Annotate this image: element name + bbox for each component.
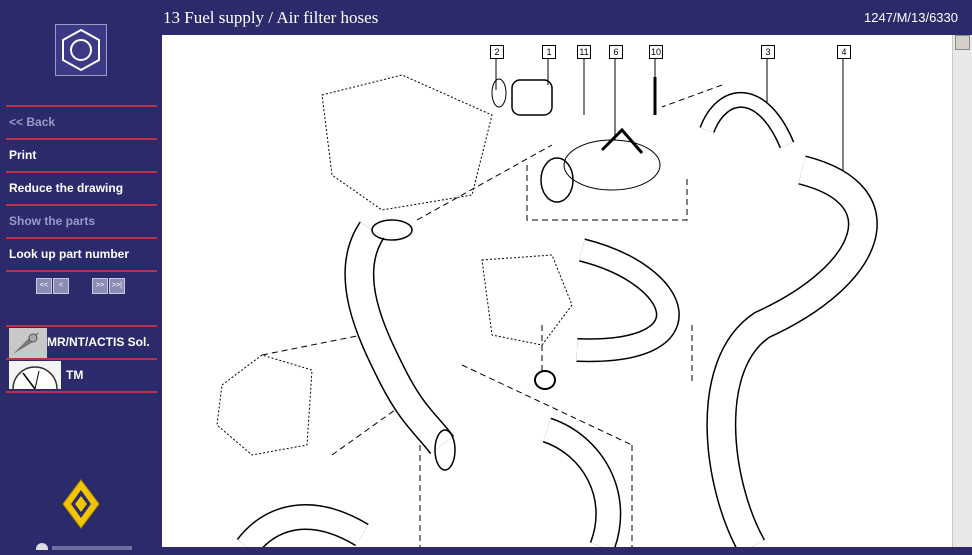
scroll-up-button[interactable] (955, 35, 970, 50)
reduce-drawing-button[interactable]: Reduce the drawing (9, 181, 124, 195)
separator (6, 204, 157, 206)
nav-last-button[interactable]: >>| (109, 278, 125, 294)
hose-diagram (216, 59, 878, 547)
renault-wordmark (34, 537, 134, 555)
nav-next-button[interactable]: >> (92, 278, 108, 294)
callout-10[interactable]: 10 (649, 45, 663, 59)
separator (6, 325, 157, 327)
renault-logo (59, 478, 103, 530)
page-title: 13 Fuel supply / Air filter hoses (163, 8, 379, 27)
print-button[interactable]: Print (9, 148, 37, 162)
nav-prev-button[interactable]: < (53, 278, 69, 294)
show-parts-button[interactable]: Show the parts (9, 214, 96, 228)
document-reference: 1247/M/13/6330 (864, 10, 958, 25)
callout-2[interactable]: 2 (490, 45, 504, 59)
lookup-part-number-button[interactable]: Look up part number (9, 247, 129, 261)
separator (6, 391, 157, 393)
header: 13 Fuel supply / Air filter hoses 1247/M… (160, 0, 972, 33)
separator (6, 237, 157, 239)
vertical-scrollbar[interactable] (952, 35, 972, 547)
callout-6[interactable]: 6 (609, 45, 623, 59)
separator (6, 105, 157, 107)
back-button[interactable]: << Back (9, 115, 56, 129)
hex-nut-logo (55, 24, 107, 76)
manual-icon[interactable] (9, 328, 47, 358)
callout-3[interactable]: 3 (761, 45, 775, 59)
separator (6, 270, 157, 272)
separator (6, 171, 157, 173)
callout-1[interactable]: 1 (542, 45, 556, 59)
callout-4[interactable]: 4 (837, 45, 851, 59)
clock-icon[interactable] (9, 361, 61, 412)
separator (6, 358, 157, 360)
callout-11[interactable]: 11 (577, 45, 591, 59)
exploded-diagram: 2 1 11 6 10 3 4 (162, 35, 952, 547)
mr-nt-actis-button[interactable]: MR/NT/ACTIS Sol. (47, 335, 150, 349)
separator (6, 138, 157, 140)
tm-button[interactable]: TM (66, 368, 84, 382)
sidebar: << Back Print Reduce the drawing Show th… (0, 0, 160, 555)
nav-first-button[interactable]: << (36, 278, 52, 294)
